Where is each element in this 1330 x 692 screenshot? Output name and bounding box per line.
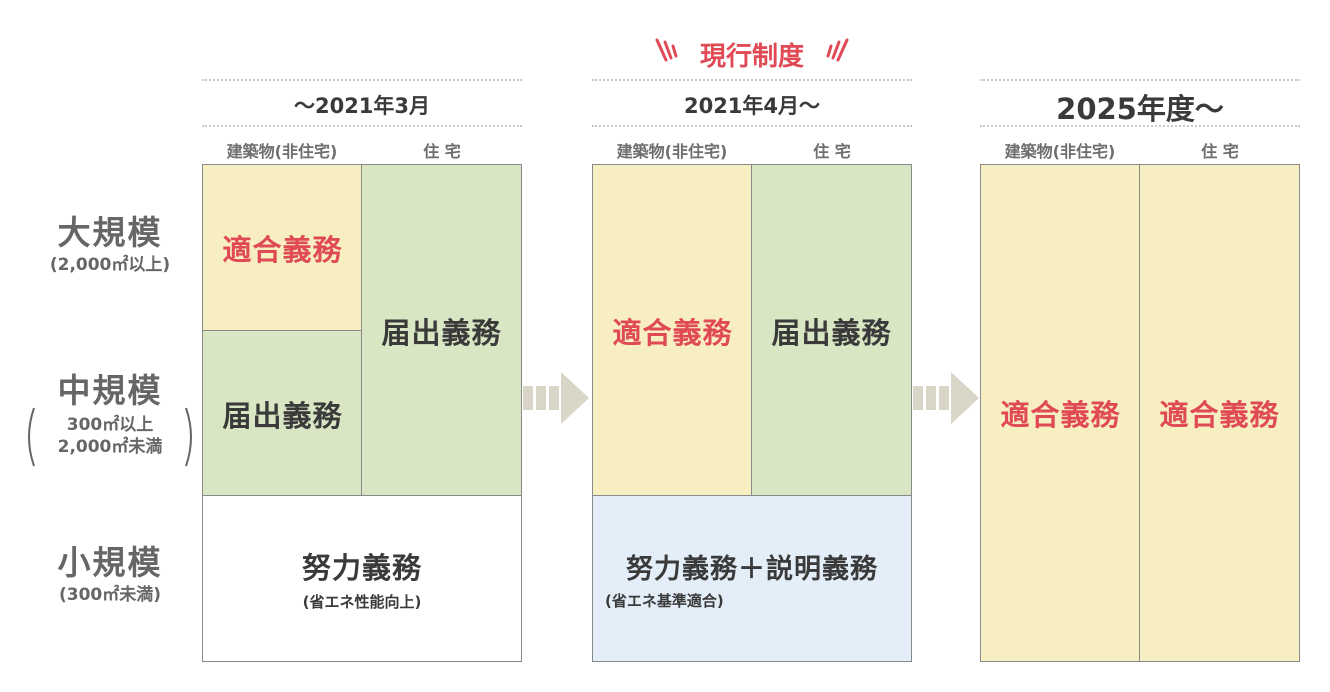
row-label-large-note: (2,000㎡以上) <box>49 255 171 275</box>
p3-column-header-nonres: 建築物(非住宅) <box>1004 142 1116 161</box>
p2-dotted-bottom <box>592 125 912 127</box>
row-label-medium-note-1: 300㎡以上 <box>66 415 154 435</box>
row-label-large-title: 大規模 <box>57 213 163 252</box>
p2-column-header-res: 住 宅 <box>813 142 851 161</box>
p2-res-text: 届出義務 <box>771 315 892 350</box>
p1-column-header-res: 住 宅 <box>423 142 461 161</box>
p3-column-header-res: 住 宅 <box>1201 142 1239 161</box>
row-label-large: 大規模 (2,000㎡以上) <box>20 206 200 276</box>
p1-res-text: 届出義務 <box>381 315 502 350</box>
p1-large-nonres-cell: 適合義務 <box>202 164 363 332</box>
p3-dotted-top <box>980 79 1300 81</box>
p2-banner-left-accent-icon <box>653 38 683 71</box>
p1-large-nonres-text: 適合義務 <box>222 233 343 267</box>
row-label-medium-paren-right <box>184 406 198 468</box>
p1-column-header-nonres: 建築物(非住宅) <box>226 142 338 161</box>
p1-medium-nonres-text: 届出義務 <box>222 398 343 433</box>
p2-small-note: (省エネ基準適合) <box>605 591 724 610</box>
p1-medium-nonres-cell: 届出義務 <box>202 330 363 497</box>
p2-dotted-top <box>592 79 912 81</box>
p2-nonres-cell: 適合義務 <box>592 164 753 497</box>
row-label-small: 小規模 (300㎡未満) <box>20 536 200 606</box>
row-label-medium-note-2: 2,000㎡未満 <box>57 437 163 457</box>
p1-small-note: (省エネ性能向上) <box>302 593 422 611</box>
p2-nonres-text: 適合義務 <box>612 315 733 350</box>
row-label-medium: 中規模 300㎡以上 2,000㎡未満 <box>20 364 200 467</box>
p2-column-header-nonres: 建築物(非住宅) <box>616 142 728 161</box>
p2-banner-right-accent-icon <box>821 38 851 71</box>
p1-period-label: ～2021年3月 <box>293 94 431 118</box>
p1-small-text: 努力義務 <box>301 551 422 585</box>
p2-res-cell: 届出義務 <box>751 164 912 497</box>
p3-nonres-text: 適合義務 <box>1000 398 1121 432</box>
p1-small-cell: 努力義務 (省エネ性能向上) <box>202 495 522 662</box>
p3-dotted-bottom <box>980 125 1300 127</box>
p2-banner: 現行制度 <box>592 36 912 73</box>
p3-res-cell: 適合義務 <box>1139 164 1300 662</box>
arrow-2-icon <box>913 372 979 428</box>
p2-period-label: 2021年4月～ <box>683 94 821 118</box>
p1-dotted-bottom <box>202 125 522 127</box>
arrow-1-icon <box>523 372 589 428</box>
p1-dotted-top <box>202 79 522 81</box>
p3-res-text: 適合義務 <box>1159 398 1280 432</box>
p2-small-text: 努力義務＋説明義務 <box>626 553 878 585</box>
row-label-small-title: 小規模 <box>57 543 163 582</box>
p3-period-label: 2025年度～ <box>1056 92 1224 126</box>
row-label-medium-paren-left <box>22 406 36 468</box>
row-label-medium-title: 中規模 <box>57 371 163 410</box>
p2-banner-text: 現行制度 <box>699 42 804 72</box>
row-label-small-note: (300㎡未満) <box>58 585 162 605</box>
p2-small-cell: 努力義務＋説明義務 (省エネ基準適合) <box>592 495 912 662</box>
p1-res-cell: 届出義務 <box>361 164 522 497</box>
p3-nonres-cell: 適合義務 <box>980 164 1141 662</box>
